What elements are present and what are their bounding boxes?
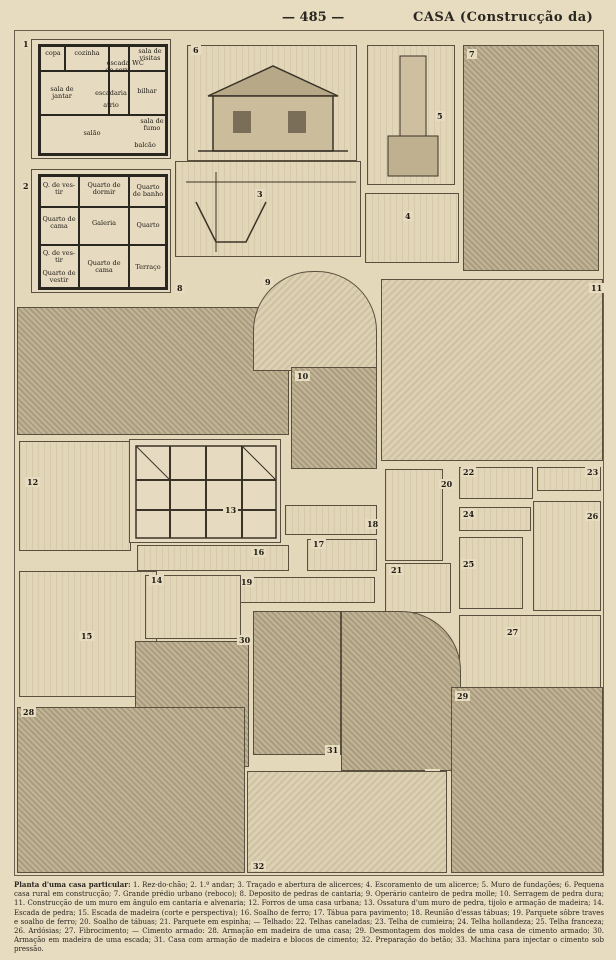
figure-label-30: 30 — [237, 635, 253, 645]
figure-20-plank-floor — [385, 469, 443, 561]
room-cozinha: cozinha — [74, 49, 100, 57]
figure-7-urban-building — [463, 45, 599, 271]
figure-label-32: 32 — [251, 861, 267, 871]
room-copa: copa — [45, 49, 61, 57]
illustration-plate: copa cozinha escada de serv. WC sala de … — [14, 30, 605, 876]
wall-framework-drawing — [135, 445, 277, 539]
figure-label-1: 1 — [21, 39, 31, 49]
figure-label-12: 12 — [25, 477, 41, 487]
room-quarto-banho: Quarto de banho — [132, 183, 164, 198]
page-title: CASA (Construcção da) — [413, 10, 594, 25]
page-number: — 485 — — [282, 10, 345, 25]
figure-label-16: 16 — [251, 547, 267, 557]
figure-9-stonemason — [253, 271, 377, 371]
foundation-layout-drawing — [186, 172, 356, 252]
room-balcao: balcão — [134, 141, 156, 149]
room-quarto-vestir-2: Q. de ves-tir — [42, 249, 76, 264]
figure-14-stone-stair — [145, 575, 241, 639]
figure-label-4: 4 — [403, 211, 413, 221]
caption-text: 1. Rez-do-chão; 2. 1.º andar; 3. Traçado… — [14, 881, 604, 954]
figure-label-23: 23 — [585, 467, 601, 477]
room-quarto-cama-2: Quarto de cama — [87, 259, 121, 274]
figure-label-14: 14 — [149, 575, 165, 585]
room-escadaria: escadaria — [95, 89, 127, 97]
figure-label-22: 22 — [461, 467, 477, 477]
figure-18-board-joining — [285, 505, 377, 535]
room-sala-fumo: sala de fumo — [140, 117, 164, 132]
figure-label-25: 25 — [461, 559, 477, 569]
figure-label-3: 3 — [255, 189, 265, 199]
figure-27-fibrocement — [459, 615, 601, 689]
figure-32-concrete-preparation — [247, 771, 447, 873]
figure-label-2: 2 — [21, 181, 31, 191]
figure-label-29: 29 — [455, 691, 471, 701]
figure-28-timber-frame-house — [17, 707, 245, 873]
figure-10-stone-sawing — [291, 367, 377, 469]
room-salao: salão — [83, 129, 101, 137]
figure-6-rural-house — [187, 45, 357, 161]
plate-caption: Planta d'uma casa particular: 1. Rez-do-… — [14, 880, 604, 956]
figure-2-first-floor-plan: Q. de ves-tir Quarto de dormir Quarto de… — [31, 169, 171, 293]
page-header: — 485 — CASA (Construcção da) — [0, 6, 616, 28]
figure-label-26: 26 — [585, 511, 601, 521]
figure-1-ground-floor-plan: copa cozinha escada de serv. WC sala de … — [31, 39, 171, 159]
room-quarto-cama: Quarto de cama — [42, 215, 76, 230]
room-galeria: Galeria — [91, 219, 117, 227]
figure-8-stone-depot — [17, 307, 289, 435]
figure-label-18: 18 — [365, 519, 381, 529]
room-escada-servico: escada de serv. — [105, 59, 131, 74]
room-bilhar: bilhar — [137, 87, 157, 95]
figure-29-formwork-dismantling — [451, 687, 603, 873]
figure-11-wall-construction — [381, 279, 603, 461]
room-quarto: Quarto — [136, 221, 160, 229]
room-terraco: Terraço — [135, 263, 161, 271]
figure-label-17: 17 — [311, 539, 327, 549]
room-atrio: atrio — [103, 101, 119, 109]
figure-31-timber-concrete-house — [253, 611, 341, 755]
foundation-wall-drawing — [387, 55, 439, 177]
room-quarto-vestir-3: Quarto de vestir — [42, 269, 76, 284]
figure-12-house-lining — [19, 441, 131, 551]
figure-label-11: 11 — [589, 283, 605, 293]
figure-label-20: 20 — [439, 479, 455, 489]
room-quarto-vestir: Q. de ves-tir — [42, 181, 76, 196]
figure-label-5: 5 — [435, 111, 445, 121]
figure-19-parquet-beams — [237, 577, 375, 603]
figure-label-6: 6 — [191, 45, 201, 55]
rural-house-drawing — [198, 65, 348, 152]
figure-3-foundation-layout — [175, 161, 361, 257]
figure-label-27: 27 — [505, 627, 521, 637]
figure-label-31: 31 — [325, 745, 341, 755]
figure-16-iron-floor — [137, 545, 289, 571]
figure-4-shoring — [365, 193, 459, 263]
figure-label-28: 28 — [21, 707, 37, 717]
figure-label-13: 13 — [223, 505, 239, 515]
room-sala-jantar: sala de jantar — [50, 85, 74, 100]
room-sala-visitas: sala de visitas — [138, 47, 162, 62]
caption-heading: Planta d'uma casa particular: — [14, 880, 131, 889]
figure-25-french-tile — [459, 537, 523, 609]
figure-label-8: 8 — [175, 283, 185, 293]
figure-13-wall-framework — [129, 439, 281, 543]
figure-label-9: 9 — [263, 277, 273, 287]
room-wc: WC — [132, 59, 144, 67]
figure-label-7: 7 — [467, 49, 477, 59]
figure-label-24: 24 — [461, 509, 477, 519]
figure-label-19: 19 — [239, 577, 255, 587]
figure-33-cement-injection-machine — [341, 611, 461, 771]
figure-label-15: 15 — [79, 631, 95, 641]
figure-label-10: 10 — [295, 371, 311, 381]
figure-label-21: 21 — [389, 565, 405, 575]
room-quarto-dormir: Quarto de dormir — [87, 181, 121, 196]
